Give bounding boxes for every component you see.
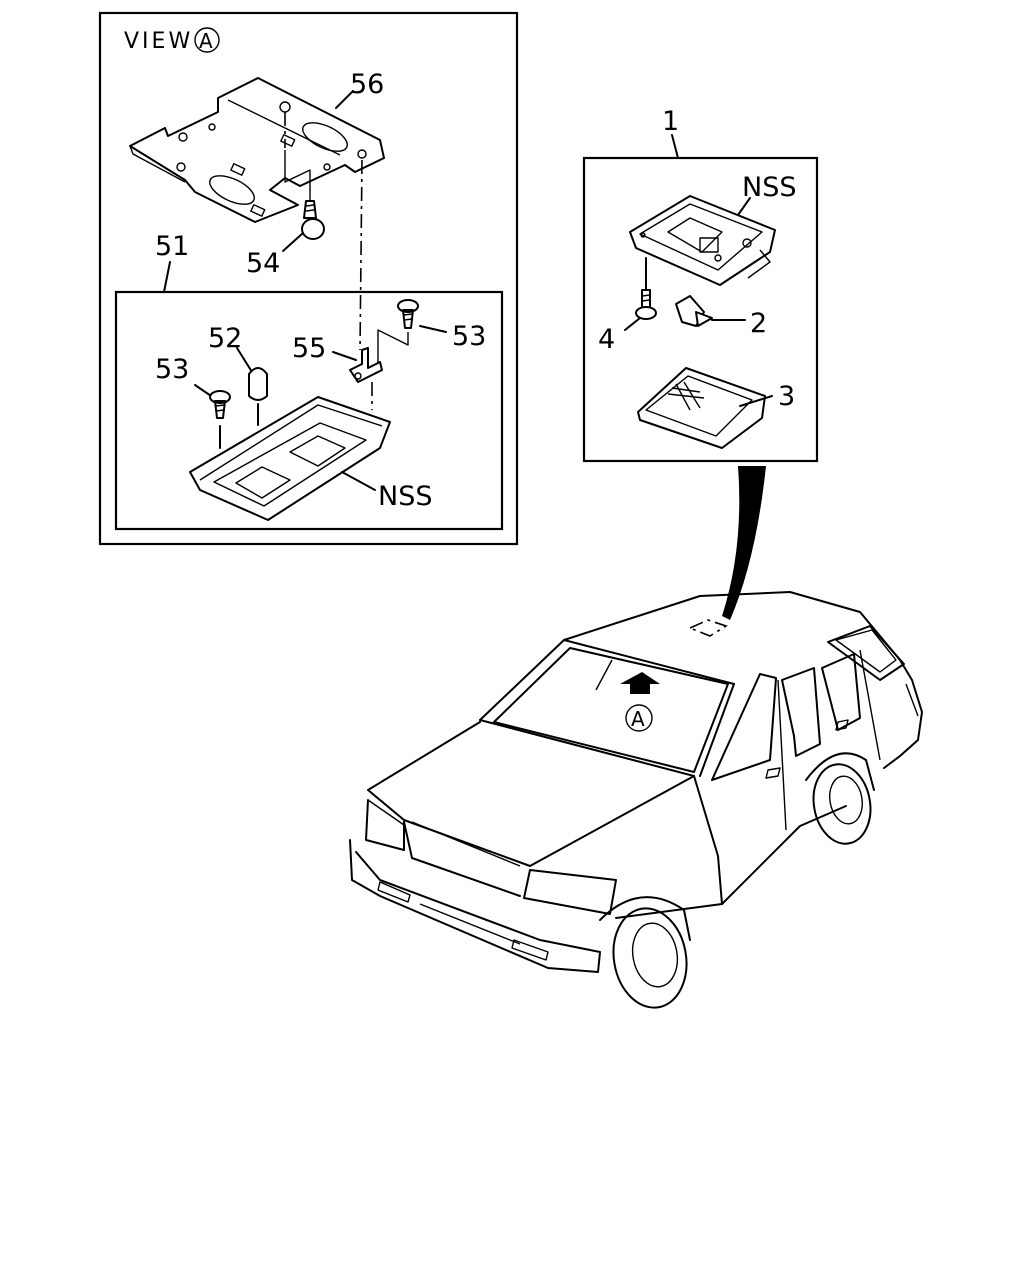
callout-55: 55 bbox=[292, 333, 326, 364]
dome-lamp-lens: NSS bbox=[189, 396, 432, 521]
callout-53-left: 53 bbox=[155, 354, 189, 385]
bulb-2: 2 bbox=[675, 295, 767, 339]
vehicle-illustration: A bbox=[349, 591, 923, 1009]
leader-54 bbox=[282, 232, 304, 252]
view-a-arrow bbox=[620, 672, 660, 694]
svg-text:A: A bbox=[199, 29, 213, 53]
leader-55 bbox=[332, 351, 357, 361]
callout-51: 51 bbox=[155, 231, 189, 262]
callout-56: 56 bbox=[350, 69, 384, 100]
leader-3 bbox=[739, 395, 773, 407]
leader-56 bbox=[335, 90, 354, 109]
leader-53-right bbox=[419, 325, 447, 333]
rear-wheel bbox=[805, 752, 875, 845]
vehicle-view-marker: A bbox=[625, 704, 653, 732]
callout-housing-nss: NSS bbox=[742, 172, 796, 203]
lamp-housing: NSS bbox=[629, 172, 796, 286]
callout-3: 3 bbox=[778, 381, 795, 412]
screw-4: 4 bbox=[598, 257, 657, 355]
callout-2: 2 bbox=[750, 308, 767, 339]
bracket-hole-right bbox=[302, 122, 348, 152]
screw-53-right: 53 bbox=[377, 299, 486, 365]
screw-53-left: 53 bbox=[155, 354, 231, 449]
leader-52 bbox=[236, 347, 253, 373]
screw-54: 54 bbox=[246, 112, 325, 279]
front-wheel bbox=[599, 896, 691, 1009]
callout-4: 4 bbox=[598, 324, 615, 355]
leader-1 bbox=[671, 134, 679, 159]
pointer-to-roof bbox=[722, 466, 766, 620]
leader-4 bbox=[624, 317, 641, 331]
callout-53-right: 53 bbox=[452, 321, 486, 352]
clip-55: 55 bbox=[292, 333, 383, 410]
dome-lamp-location bbox=[687, 619, 728, 637]
bracket-hole-left bbox=[209, 175, 255, 205]
detail-frame bbox=[582, 156, 819, 463]
leader-housing-nss bbox=[737, 197, 751, 216]
callout-lens-nss: NSS bbox=[378, 481, 432, 512]
lens-3: 3 bbox=[637, 367, 795, 449]
roof-bracket-56: 56 bbox=[129, 69, 385, 223]
view-a-marker: A bbox=[194, 27, 220, 53]
leader-51 bbox=[163, 261, 171, 293]
detail-panel: 1 NSS 4 2 bbox=[582, 106, 819, 620]
lamp-assembly-51: 51 bbox=[114, 231, 504, 531]
lamp-assembly-frame bbox=[114, 290, 504, 531]
view-a-title: VIEW bbox=[124, 29, 193, 54]
view-a-outer-frame bbox=[98, 11, 519, 546]
leader-lens-nss bbox=[341, 471, 376, 491]
svg-text:A: A bbox=[631, 707, 645, 731]
callout-54: 54 bbox=[246, 248, 280, 279]
bulb-52: 52 bbox=[208, 323, 268, 426]
callout-1: 1 bbox=[662, 106, 679, 137]
view-a-panel: VIEW A 56 bbox=[98, 11, 519, 546]
